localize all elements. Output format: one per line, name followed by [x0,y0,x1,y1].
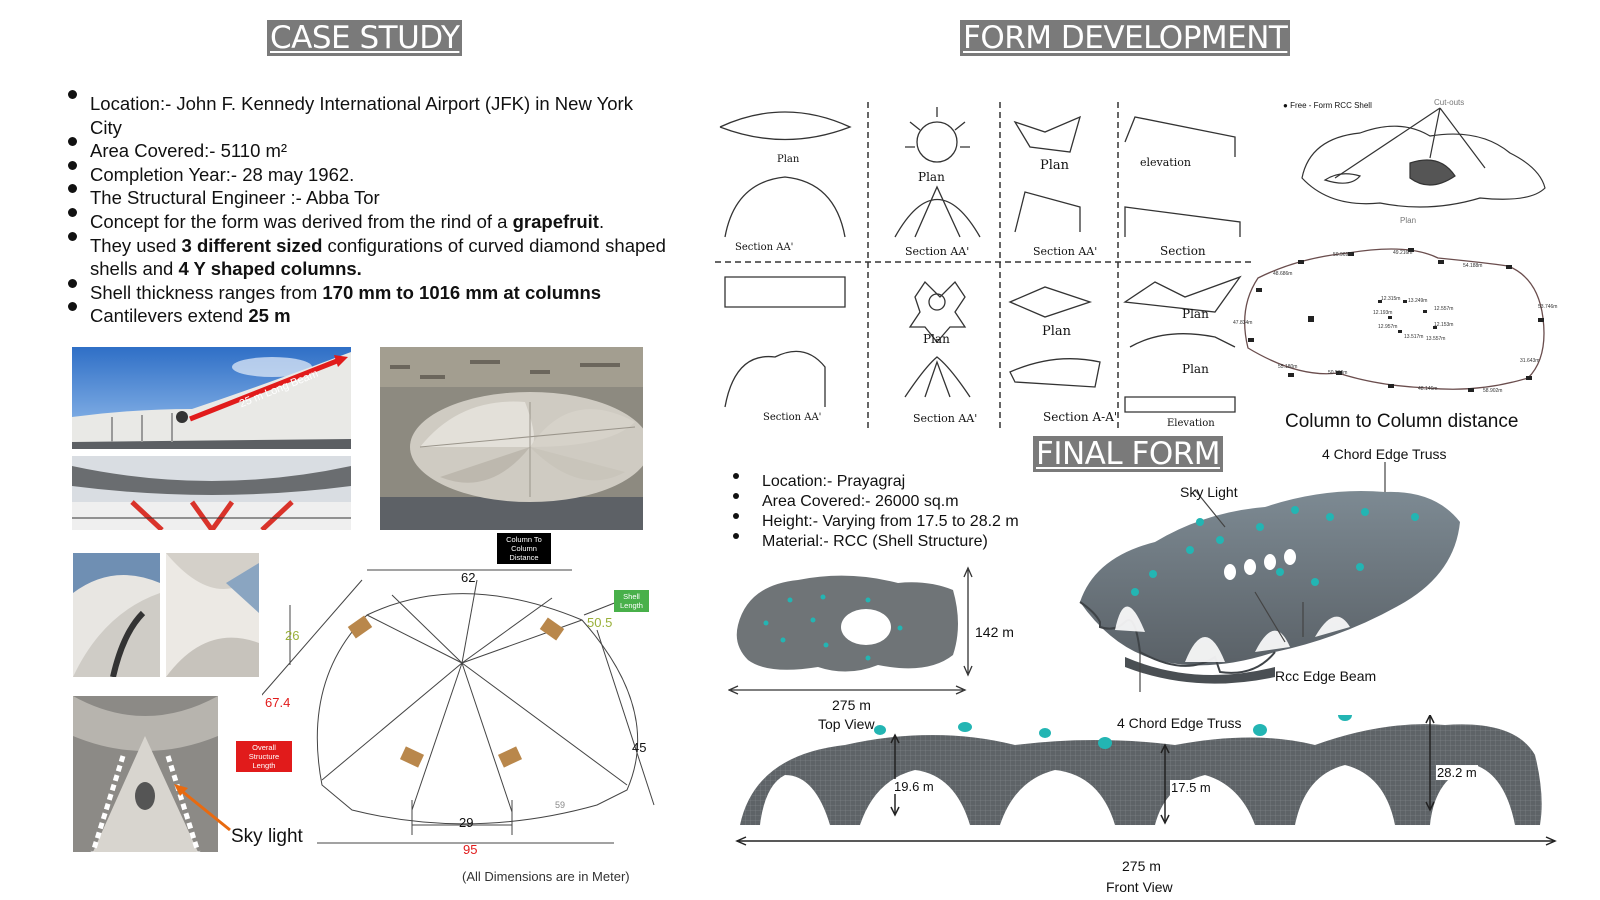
dim-59: 59 [555,800,566,810]
dim-95: 95 [463,842,478,857]
col-distance: 12.557m [1434,306,1454,312]
bullet-thickness: Shell thickness ranges from 170 mm to 10… [68,278,668,305]
tag-overall-length: Overall Structure Length [236,741,292,772]
interior-skylight-photo [73,696,218,852]
sketch-label-12: Section AA' [913,412,978,425]
twa-exterior-photo: 25 m Long Beam [72,347,351,449]
bullet-completion: Completion Year:- 28 may 1962. [68,160,668,187]
sketch-label-15: Plan [1182,362,1209,376]
bullet-cantilever: Cantilevers extend 25 m [68,302,668,328]
bullet-engineer: The Structural Engineer :- Abba Tor [68,184,668,210]
dim-29: 29 [459,815,474,830]
skylight-arrow [174,784,231,832]
dim-26: 26 [285,628,300,643]
col-distance: 48.146m [1418,386,1438,392]
twa-dimension-plan [262,569,655,844]
final-form-front-view [735,715,1557,846]
dims-note: (All Dimensions are in Meter) [462,869,630,884]
tag-shell-length: Shell Length [614,590,649,612]
bullet-location: Location:- John F. Kennedy International… [68,89,668,139]
free-form-shell-sketch [1301,107,1546,208]
col-distance: 13.517m [1404,334,1424,340]
sketch-label-16: Elevation [1167,418,1215,429]
sky-light-3d-label: Sky Light [1180,484,1238,500]
col-distance: 13.249m [1408,298,1428,304]
form-sketch-grid [715,102,1255,432]
bullet-area: Area Covered:- 5110 m² [68,137,668,163]
top-view-caption: Top View [818,716,875,732]
sketch-label-14: Section A-A' [1043,410,1118,424]
dim-67-4: 67.4 [265,695,291,710]
ff-bullet-area: Area Covered:- 26000 sq.m [733,492,1053,512]
free-form-note: ● Free - Form RCC Shell [1283,101,1372,110]
chord-truss-top-label: 4 Chord Edge Truss [1322,446,1447,462]
ff-bullet-location: Location:- Prayagraj [733,472,1053,492]
bullet-concept: Concept for the form was derived from th… [68,208,668,234]
cutouts-label: Cut-outs [1434,98,1465,107]
plan-small-label: Plan [1400,216,1417,225]
top-view-width: 275 m [832,697,871,713]
sketch-label-4: Section AA' [905,245,970,258]
sketch-label-1: Plan [777,154,800,165]
col-distance: 31.643m [1520,358,1540,364]
dim-62: 62 [461,570,476,585]
final-form-top-view [728,566,973,695]
front-height-3: 28.2 m [1436,765,1478,780]
interior-photo-2 [166,553,259,677]
sketch-label-9: Plan [923,332,950,346]
front-height-2: 17.5 m [1170,780,1212,795]
column-layout-plan [1244,248,1545,392]
interior-photo-1 [73,553,160,677]
col-distance: 12.153m [1434,322,1454,328]
col-distance: 58.902m [1483,388,1503,394]
final-form-bullets: Location:- Prayagraj Area Covered:- 2600… [733,472,1053,552]
form-development-title: FORM DEVELOPMENT [960,20,1291,56]
sketch-label-3: Plan [918,170,945,184]
sketch-label-2: Section AA' [735,242,794,253]
bullet-configurations: They used 3 different sized configuratio… [68,231,668,281]
col-distance: 47.834m [1233,320,1253,326]
sketch-label-6: Section AA' [1033,245,1098,258]
column-distance-caption: Column to Column distance [1285,411,1519,432]
dim-50-5: 50.5 [587,615,613,630]
twa-wing-photo [72,456,351,530]
top-view-height: 142 m [975,624,1014,640]
twa-aerial-photo [380,347,643,530]
front-view-width: 275 m [1122,858,1161,874]
tag-column-distance: Column To Column Distance [497,533,551,564]
sketch-label-8: Section [1160,244,1206,258]
col-distance: 12.315m [1381,296,1401,302]
front-view-caption: Front View [1106,879,1173,895]
case-study-bullets: Location:- John F. Kennedy International… [68,89,668,328]
case-study-title: CASE STUDY [267,20,463,56]
col-distance: 13.557m [1426,336,1446,342]
sketch-label-11: Plan [1042,324,1072,339]
col-distance: 55.180m [1278,364,1298,370]
col-distance: 50.519m [1328,370,1348,376]
chord-truss-bottom-label: 4 Chord Edge Truss [1117,715,1242,731]
col-distance: 53.746m [1538,304,1558,310]
sketch-label-7: elevation [1140,156,1191,169]
final-form-title: FINAL FORM [1033,436,1224,472]
col-distance: 49.216m [1393,250,1413,256]
col-distance: 54.188m [1463,263,1483,269]
column-distance-values: 50.969m 49.216m 54.188m 48.686m 53.746m … [1233,238,1578,408]
front-height-1: 19.6 m [893,779,935,794]
final-form-3d-view [1079,462,1460,692]
sketch-label-13: Plan [1182,307,1209,321]
ff-bullet-height: Height:- Varying from 17.5 to 28.2 m [733,512,1053,532]
ff-bullet-material: Material:- RCC (Shell Structure) [733,532,1053,552]
sketch-label-10: Section AA' [763,412,822,423]
col-distance: 50.969m [1333,252,1353,258]
col-distance: 12.957m [1378,324,1398,330]
col-distance: 48.686m [1273,271,1293,277]
col-distance: 12.193m [1373,310,1393,316]
rcc-edge-beam-label: Rcc Edge Beam [1275,668,1377,684]
dim-45: 45 [632,740,647,755]
sketch-label-5: Plan [1040,158,1070,173]
sky-light-label: Sky light [231,826,303,847]
